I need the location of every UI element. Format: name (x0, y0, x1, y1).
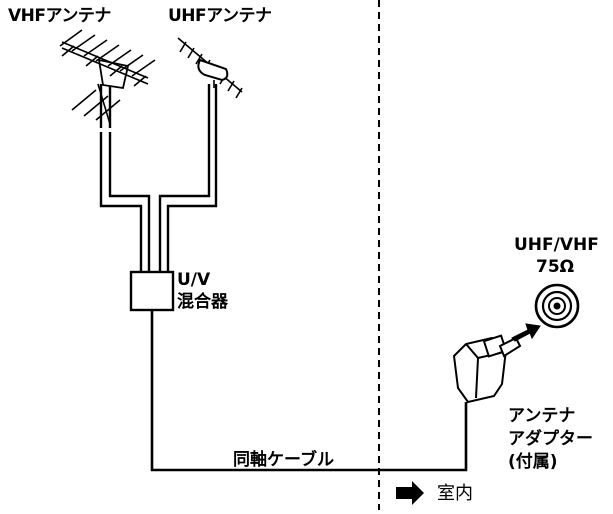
coaxial-jack-icon (534, 283, 580, 329)
adapter-label-line2: アダプター (508, 429, 593, 449)
uhf-antenna-icon (177, 37, 243, 99)
antenna-adapter-icon (452, 334, 522, 404)
adapter-label-line1: アンテナ (508, 406, 576, 426)
feed-line-uhf (158, 84, 218, 272)
right-arrow-icon (396, 481, 424, 505)
uhf-antenna-label: UHFアンテナ (168, 6, 272, 26)
coax-cable-label: 同軸ケーブル (233, 450, 334, 470)
vhf-antenna-label: VHFアンテナ (8, 6, 111, 26)
adapter-label-line3: (付属) (508, 452, 558, 472)
feed-line-vhf (99, 84, 151, 272)
coax-cable-line (150, 310, 468, 472)
uv-mixer-box (129, 270, 175, 312)
connection-arrow-icon (511, 323, 541, 342)
indoor-label: 室内 (437, 483, 473, 504)
mixer-label-line2: 混合器 (177, 292, 228, 312)
mixer-label-line1: U/V (177, 270, 211, 290)
terminal-label-line1: UHF/VHF (514, 235, 599, 255)
vhf-antenna-icon (59, 29, 156, 125)
terminal-label-line2: 75Ω (536, 257, 575, 277)
